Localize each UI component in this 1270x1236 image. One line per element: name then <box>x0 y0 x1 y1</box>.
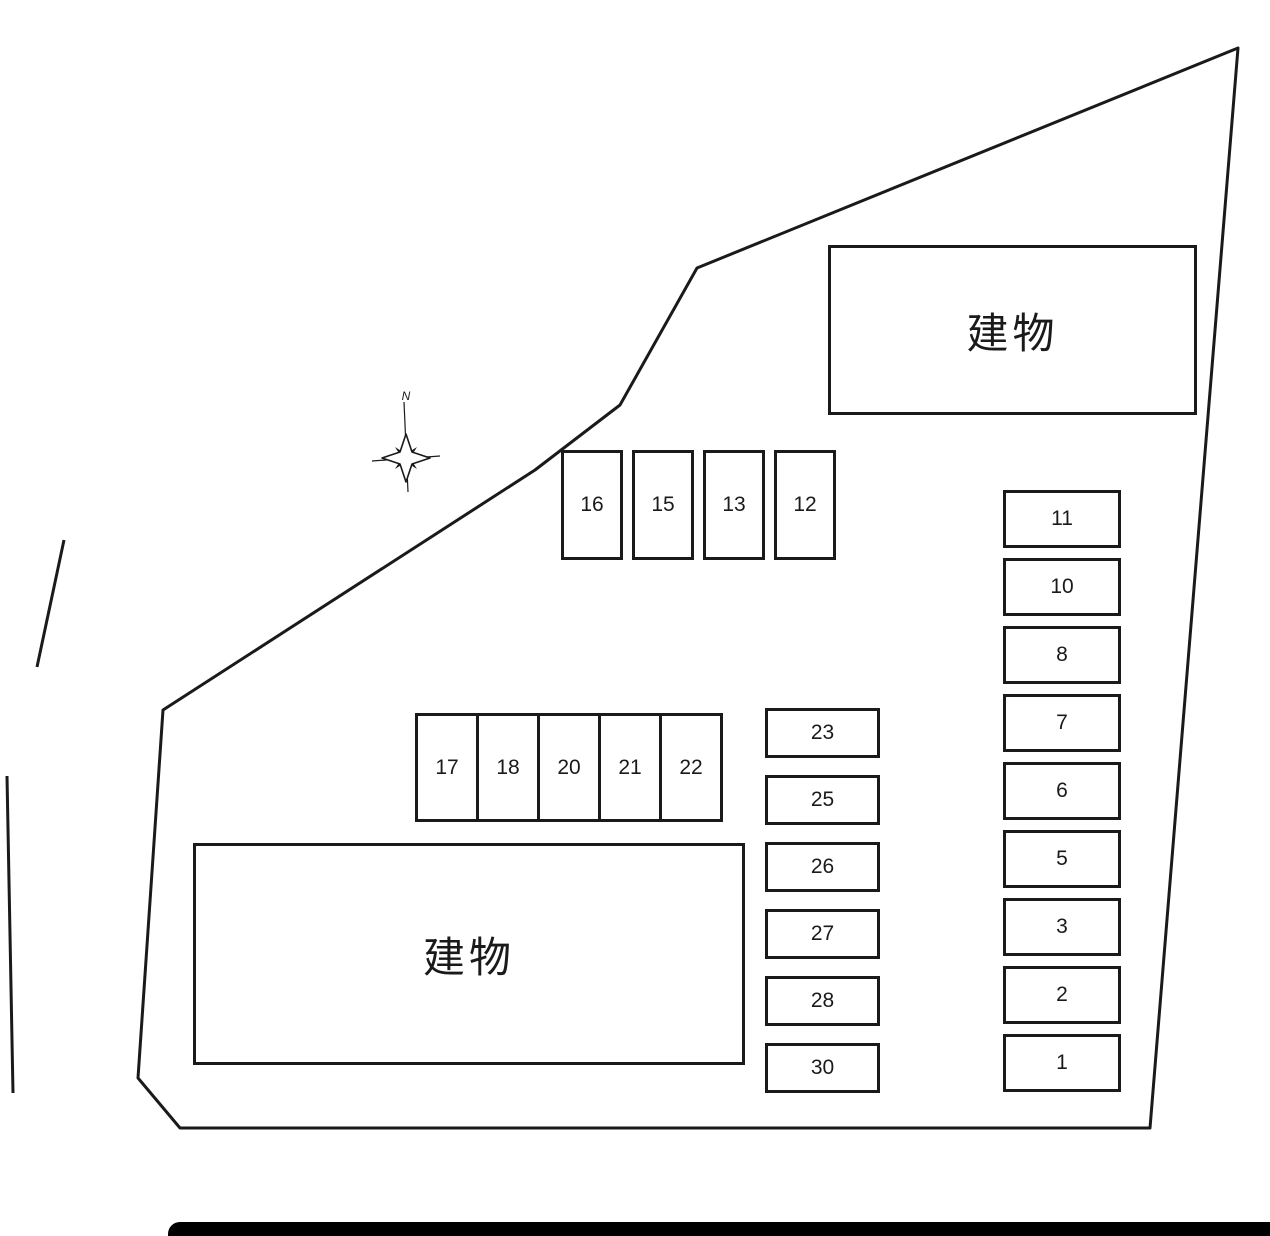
parking-stall: 13 <box>703 450 765 560</box>
parking-stall: 17 <box>415 713 479 822</box>
building-top-right: 建物 <box>828 245 1197 415</box>
parking-stall: 27 <box>765 909 880 959</box>
parking-stall: 18 <box>476 713 540 822</box>
building-bottom-left: 建物 <box>193 843 745 1065</box>
parking-stall: 6 <box>1003 762 1121 820</box>
compass-north-label: N <box>402 389 411 403</box>
parking-stall: 22 <box>659 713 723 822</box>
parking-stall: 30 <box>765 1043 880 1093</box>
parking-stall: 16 <box>561 450 623 560</box>
road-bar <box>168 1222 1270 1236</box>
parking-stall: 26 <box>765 842 880 892</box>
parking-row-top: 16 15 13 12 <box>561 450 836 560</box>
parking-stall: 1 <box>1003 1034 1121 1092</box>
building-label: 建物 <box>422 933 515 981</box>
parking-stall: 21 <box>598 713 662 822</box>
parking-stall: 11 <box>1003 490 1121 548</box>
parking-column-center: 23 25 26 27 28 30 <box>765 708 880 1093</box>
property-boundary-line <box>136 46 1240 1130</box>
parking-row-middle: 17 18 20 21 22 <box>415 713 723 822</box>
parking-stall: 3 <box>1003 898 1121 956</box>
left-boundary-segment-lower <box>5 775 15 1094</box>
parking-column-right: 11 10 8 7 6 5 3 2 1 <box>1003 490 1121 1092</box>
parking-stall: 20 <box>537 713 601 822</box>
parking-stall: 23 <box>765 708 880 758</box>
parking-stall: 7 <box>1003 694 1121 752</box>
parking-stall: 10 <box>1003 558 1121 616</box>
parking-stall: 8 <box>1003 626 1121 684</box>
parking-stall: 12 <box>774 450 836 560</box>
building-label: 建物 <box>966 309 1059 357</box>
left-boundary-segment-upper <box>35 539 66 668</box>
parking-stall: 15 <box>632 450 694 560</box>
parking-stall: 5 <box>1003 830 1121 888</box>
parking-stall: 2 <box>1003 966 1121 1024</box>
compass-icon: N <box>371 389 441 493</box>
parking-stall: 28 <box>765 976 880 1026</box>
parking-stall: 25 <box>765 775 880 825</box>
